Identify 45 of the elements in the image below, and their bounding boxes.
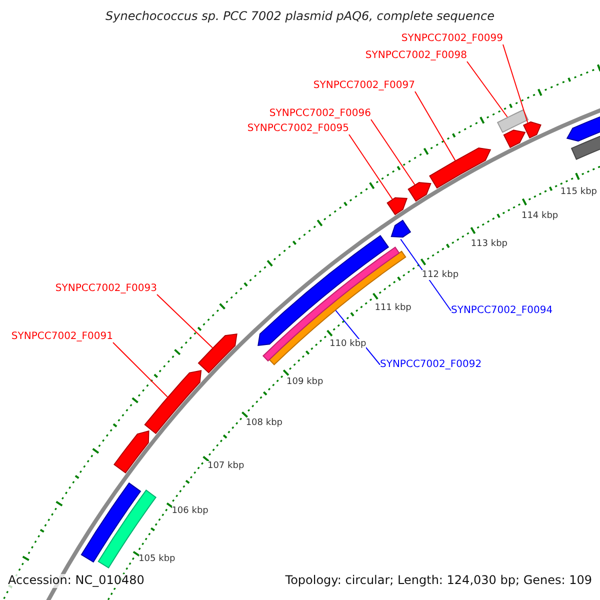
gene-segment xyxy=(503,130,526,148)
leader-line xyxy=(400,238,452,312)
footer-text: Accession: NC_010480 xyxy=(8,574,144,588)
gene-label: SYNPCC7002_F0096 xyxy=(269,108,371,120)
gene-segment xyxy=(258,235,389,346)
leader-line xyxy=(414,91,456,161)
leader-line xyxy=(466,61,508,118)
gene-segment xyxy=(390,220,411,238)
scale-label: 114 kbp xyxy=(521,211,558,222)
scale-label: 108 kbp xyxy=(246,418,282,428)
gene-segment xyxy=(408,182,432,202)
gene-label: SYNPCC7002_F0095 xyxy=(247,123,349,134)
scale-label: 105 kbp xyxy=(138,554,176,564)
gene-label: SYNPCC7002_F0098 xyxy=(365,50,467,62)
scale-label: 115 kbp xyxy=(560,186,597,197)
gene-segment xyxy=(80,482,141,562)
title: Synechococcus sp. PCC 7002 plasmid pAQ6, complete sequence xyxy=(104,10,496,24)
leader-line xyxy=(335,310,380,366)
leader-line xyxy=(112,342,168,398)
gene-label: SYNPCC7002_F0092 xyxy=(380,359,482,370)
leader-line xyxy=(348,134,393,200)
gene-segment xyxy=(497,109,529,133)
gene-segment xyxy=(198,334,238,374)
gene-segment xyxy=(386,197,408,216)
gene-segment xyxy=(114,430,150,474)
gene-label: SYNPCC7002_F0091 xyxy=(11,331,113,342)
gene-label: SYNPCC7002_F0094 xyxy=(451,305,553,316)
gene-label: SYNPCC7002_F0097 xyxy=(313,80,415,92)
scale-label: 112 kbp xyxy=(422,270,459,280)
scale-label: 106 kbp xyxy=(172,506,208,517)
leader-line xyxy=(502,44,528,124)
scale-label: 113 kbp xyxy=(470,238,508,250)
gene-segment xyxy=(144,370,202,434)
gene-label: SYNPCC7002_F0093 xyxy=(55,283,157,294)
gene-label: SYNPCC7002_F0099 xyxy=(401,33,503,44)
scale-label: 109 kbp xyxy=(286,377,324,388)
gene-segment xyxy=(429,147,491,188)
gene-segment xyxy=(523,121,542,138)
leader-line xyxy=(370,119,416,186)
footer-text: Topology: circular; Length: 124,030 bp; Genes: 109 xyxy=(285,574,592,588)
scale-label: 111 kbp xyxy=(374,302,412,314)
scale-label: 110 kbp xyxy=(330,338,366,350)
gene-segment xyxy=(98,490,156,568)
scale-label: 107 kbp xyxy=(207,461,244,472)
leader-line xyxy=(156,294,213,348)
